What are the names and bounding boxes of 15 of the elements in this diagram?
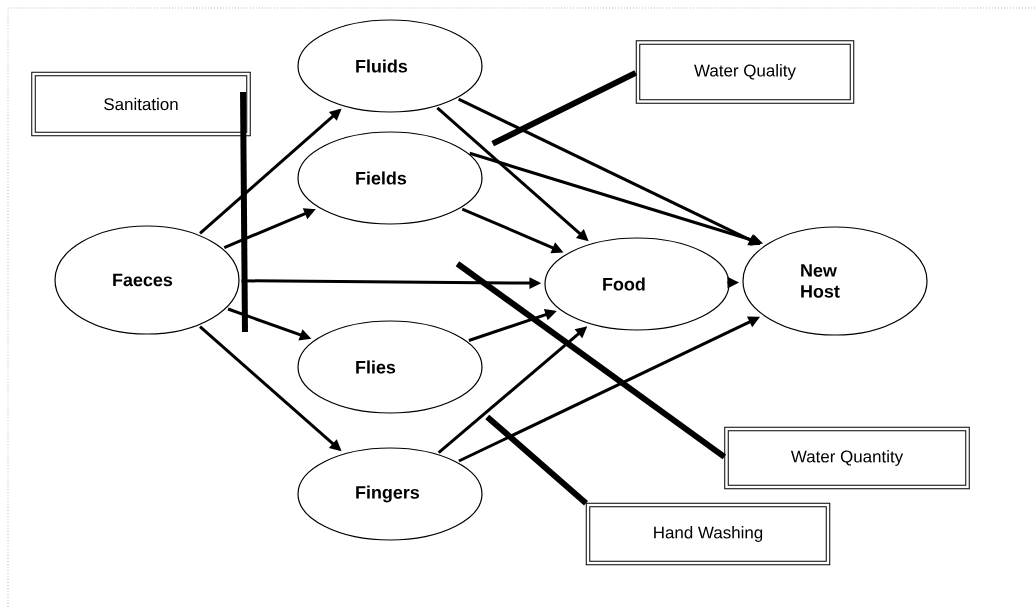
barrier-box: Hand Washing bbox=[585, 502, 831, 566]
barrier-box: Water Quantity bbox=[724, 426, 970, 490]
barrier-box: Water Quality bbox=[635, 40, 855, 104]
barrier-box: Sanitation bbox=[31, 71, 251, 137]
barrier-line bbox=[455, 261, 727, 460]
ellipse-node: Flies bbox=[297, 320, 483, 414]
ellipse-node: Fields bbox=[297, 131, 483, 225]
barrier-line bbox=[240, 91, 248, 332]
ellipse-node: Food bbox=[544, 237, 730, 331]
barrier-line bbox=[485, 414, 588, 506]
ellipse-node: Fingers bbox=[297, 447, 483, 541]
barrier-line bbox=[491, 70, 638, 147]
ellipse-node: New Host bbox=[742, 226, 928, 336]
ellipse-node: Faeces bbox=[54, 225, 240, 335]
ellipse-node: Fluids bbox=[297, 19, 483, 113]
